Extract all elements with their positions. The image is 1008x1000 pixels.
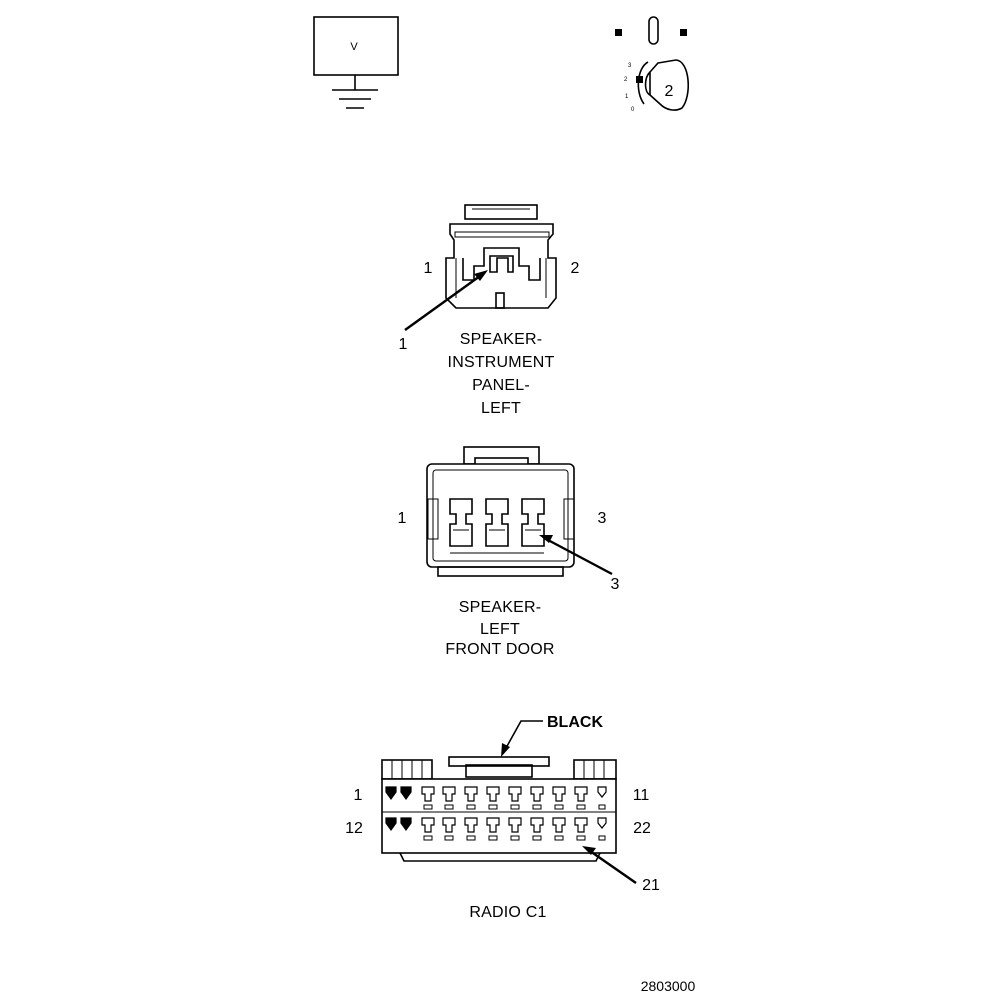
radio-pin-cavity — [486, 786, 500, 810]
ignition-pos-3: 3 — [628, 63, 632, 69]
radio-pin-cavity — [530, 786, 544, 810]
cavity-3 — [521, 498, 545, 547]
radio-pin-cavity — [442, 817, 456, 841]
radio-pin-cavity — [597, 817, 607, 841]
radio-pin-cavity — [421, 786, 435, 810]
pin-label-top-left: 1 — [354, 787, 363, 804]
radio-pin-cavity — [464, 786, 478, 810]
ignition-pos-0: 0 — [631, 107, 635, 113]
pin-label-right: 3 — [598, 510, 607, 527]
voltmeter-symbol: V — [313, 16, 399, 109]
pin-label-right: 2 — [571, 260, 580, 277]
connector-speaker-front-door-left: 1 3 3 SPEAKER- LEFT FRONT DOOR — [398, 446, 620, 658]
radio-pin-cavity — [508, 817, 522, 841]
pin-label-bottom-left: 12 — [345, 820, 363, 837]
radio-pin-cavity — [574, 817, 588, 841]
pin-label-left: 1 — [424, 260, 433, 277]
connector-caption-line-4: LEFT — [481, 400, 521, 417]
radio-pin-cavity — [486, 817, 500, 841]
radio-pin-cavity — [400, 817, 412, 832]
connector-caption-line-3: FRONT DOOR — [445, 641, 554, 658]
cavity-2 — [485, 498, 509, 547]
radio-pin-cavity — [574, 786, 588, 810]
radio-pin-cavity — [508, 786, 522, 810]
voltmeter-letter: V — [350, 41, 358, 53]
cavity-1 — [449, 498, 473, 547]
pin-label-left: 1 — [398, 510, 407, 527]
radio-pin-cavity — [421, 817, 435, 841]
ground-icon — [332, 89, 378, 109]
connector-caption: RADIO C1 — [469, 904, 546, 921]
radio-pin-cavity — [385, 817, 397, 832]
callout-arrow — [539, 535, 613, 576]
ignition-switch-symbol: 3 2 1 0 2 — [615, 16, 690, 113]
callout-arrow — [404, 270, 488, 331]
pin-label-top-right: 11 — [633, 787, 650, 804]
connector-caption-line-1: SPEAKER- — [460, 331, 543, 348]
connector-caption-line-2: LEFT — [480, 621, 520, 638]
connector-caption-line-2: INSTRUMENT — [448, 354, 555, 371]
callout-pin-number: 3 — [611, 576, 620, 593]
callout-arrow — [582, 846, 637, 884]
connector-color-label: BLACK — [547, 714, 603, 731]
radio-pin-cavity — [552, 786, 566, 810]
callout-arrow — [501, 720, 543, 757]
radio-pin-cavity — [385, 786, 397, 801]
radio-pin-cavity — [464, 817, 478, 841]
radio-pin-grid — [385, 786, 607, 841]
connector-speaker-ip-left: 1 2 1 SPEAKER- INSTRUMENT PANEL- LEFT — [399, 204, 580, 417]
ignition-key-icon — [644, 59, 690, 111]
radio-pin-cavity — [597, 786, 607, 810]
connector-caption-line-1: SPEAKER- — [459, 599, 542, 616]
radio-pin-cavity — [400, 786, 412, 801]
radio-pin-cavity — [552, 817, 566, 841]
connector-caption-line-3: PANEL- — [472, 377, 530, 394]
ignition-pos-2: 2 — [624, 77, 628, 83]
radio-pin-cavity — [442, 786, 456, 810]
connector-radio-c1: BLACK 1 11 12 22 21 RADIO C1 — [345, 714, 660, 921]
radio-pin-cavity — [530, 817, 544, 841]
callout-pin-number: 1 — [399, 336, 408, 353]
ignition-pos-1: 1 — [625, 94, 629, 100]
pin-label-bottom-right: 22 — [633, 820, 651, 837]
figure-number: 2803000 — [641, 978, 696, 994]
callout-pin-number: 21 — [642, 877, 660, 894]
ignition-key-position: 2 — [665, 83, 674, 100]
